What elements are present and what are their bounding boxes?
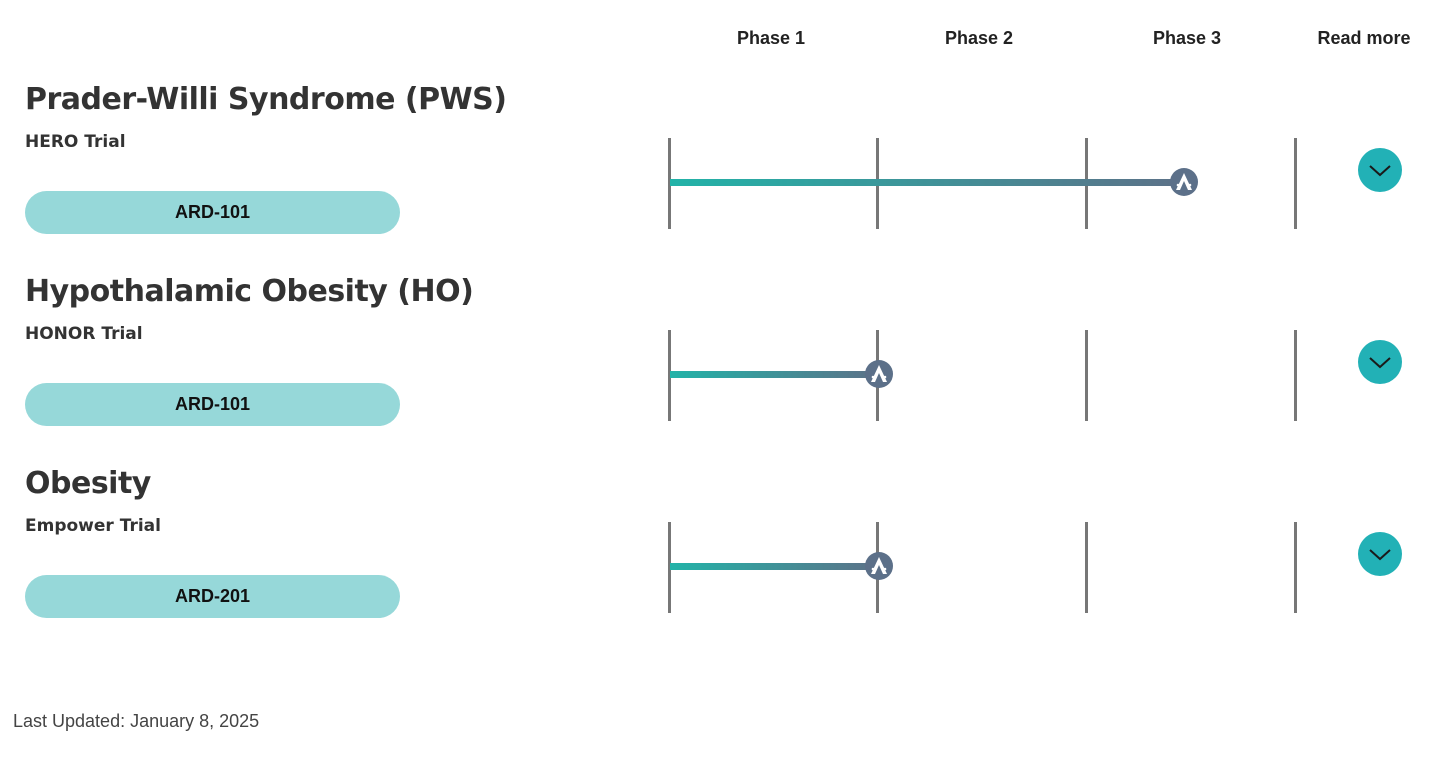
trial-name: HERO Trial — [25, 132, 126, 152]
phase-divider-2 — [1085, 330, 1088, 421]
phase-divider-3 — [1294, 138, 1297, 229]
phase-divider-3 — [1294, 330, 1297, 421]
trial-name: Empower Trial — [25, 516, 161, 536]
phase-divider-start — [668, 522, 671, 613]
chevron-down-icon — [1369, 357, 1391, 369]
expand-details-button[interactable] — [1358, 340, 1402, 384]
phase-1-header: Phase 1 — [736, 28, 806, 48]
drug-badge: ARD-101 — [25, 191, 400, 234]
expand-details-button[interactable] — [1358, 148, 1402, 192]
chevron-down-icon — [1369, 549, 1391, 561]
read-more-header: Read more — [1317, 28, 1411, 48]
pipeline-row: Prader-Willi Syndrome (PWS) HERO Trial A… — [0, 82, 1437, 272]
pipeline-row: Obesity Empower Trial ARD-201 — [0, 466, 1437, 656]
drug-badge: ARD-201 — [25, 575, 400, 618]
phase-divider-start — [668, 330, 671, 421]
phase-2-header: Phase 2 — [944, 28, 1014, 48]
company-logo-icon — [865, 360, 893, 388]
trial-name: HONOR Trial — [25, 324, 143, 344]
drug-badge: ARD-101 — [25, 383, 400, 426]
phase-progress-bar — [670, 179, 1185, 186]
phase-divider-3 — [1294, 522, 1297, 613]
phase-3-header: Phase 3 — [1152, 28, 1222, 48]
indication-title: Hypothalamic Obesity (HO) — [25, 274, 474, 309]
phase-progress-bar — [670, 563, 879, 570]
indication-title: Prader-Willi Syndrome (PWS) — [25, 82, 507, 117]
phase-progress-bar — [670, 371, 879, 378]
expand-details-button[interactable] — [1358, 532, 1402, 576]
last-updated-text: Last Updated: January 8, 2025 — [13, 711, 260, 731]
pipeline-row: Hypothalamic Obesity (HO) HONOR Trial AR… — [0, 274, 1437, 464]
phase-divider-2 — [1085, 522, 1088, 613]
indication-title: Obesity — [25, 466, 151, 501]
company-logo-icon — [1170, 168, 1198, 196]
phase-divider-start — [668, 138, 671, 229]
chevron-down-icon — [1369, 165, 1391, 177]
company-logo-icon — [865, 552, 893, 580]
